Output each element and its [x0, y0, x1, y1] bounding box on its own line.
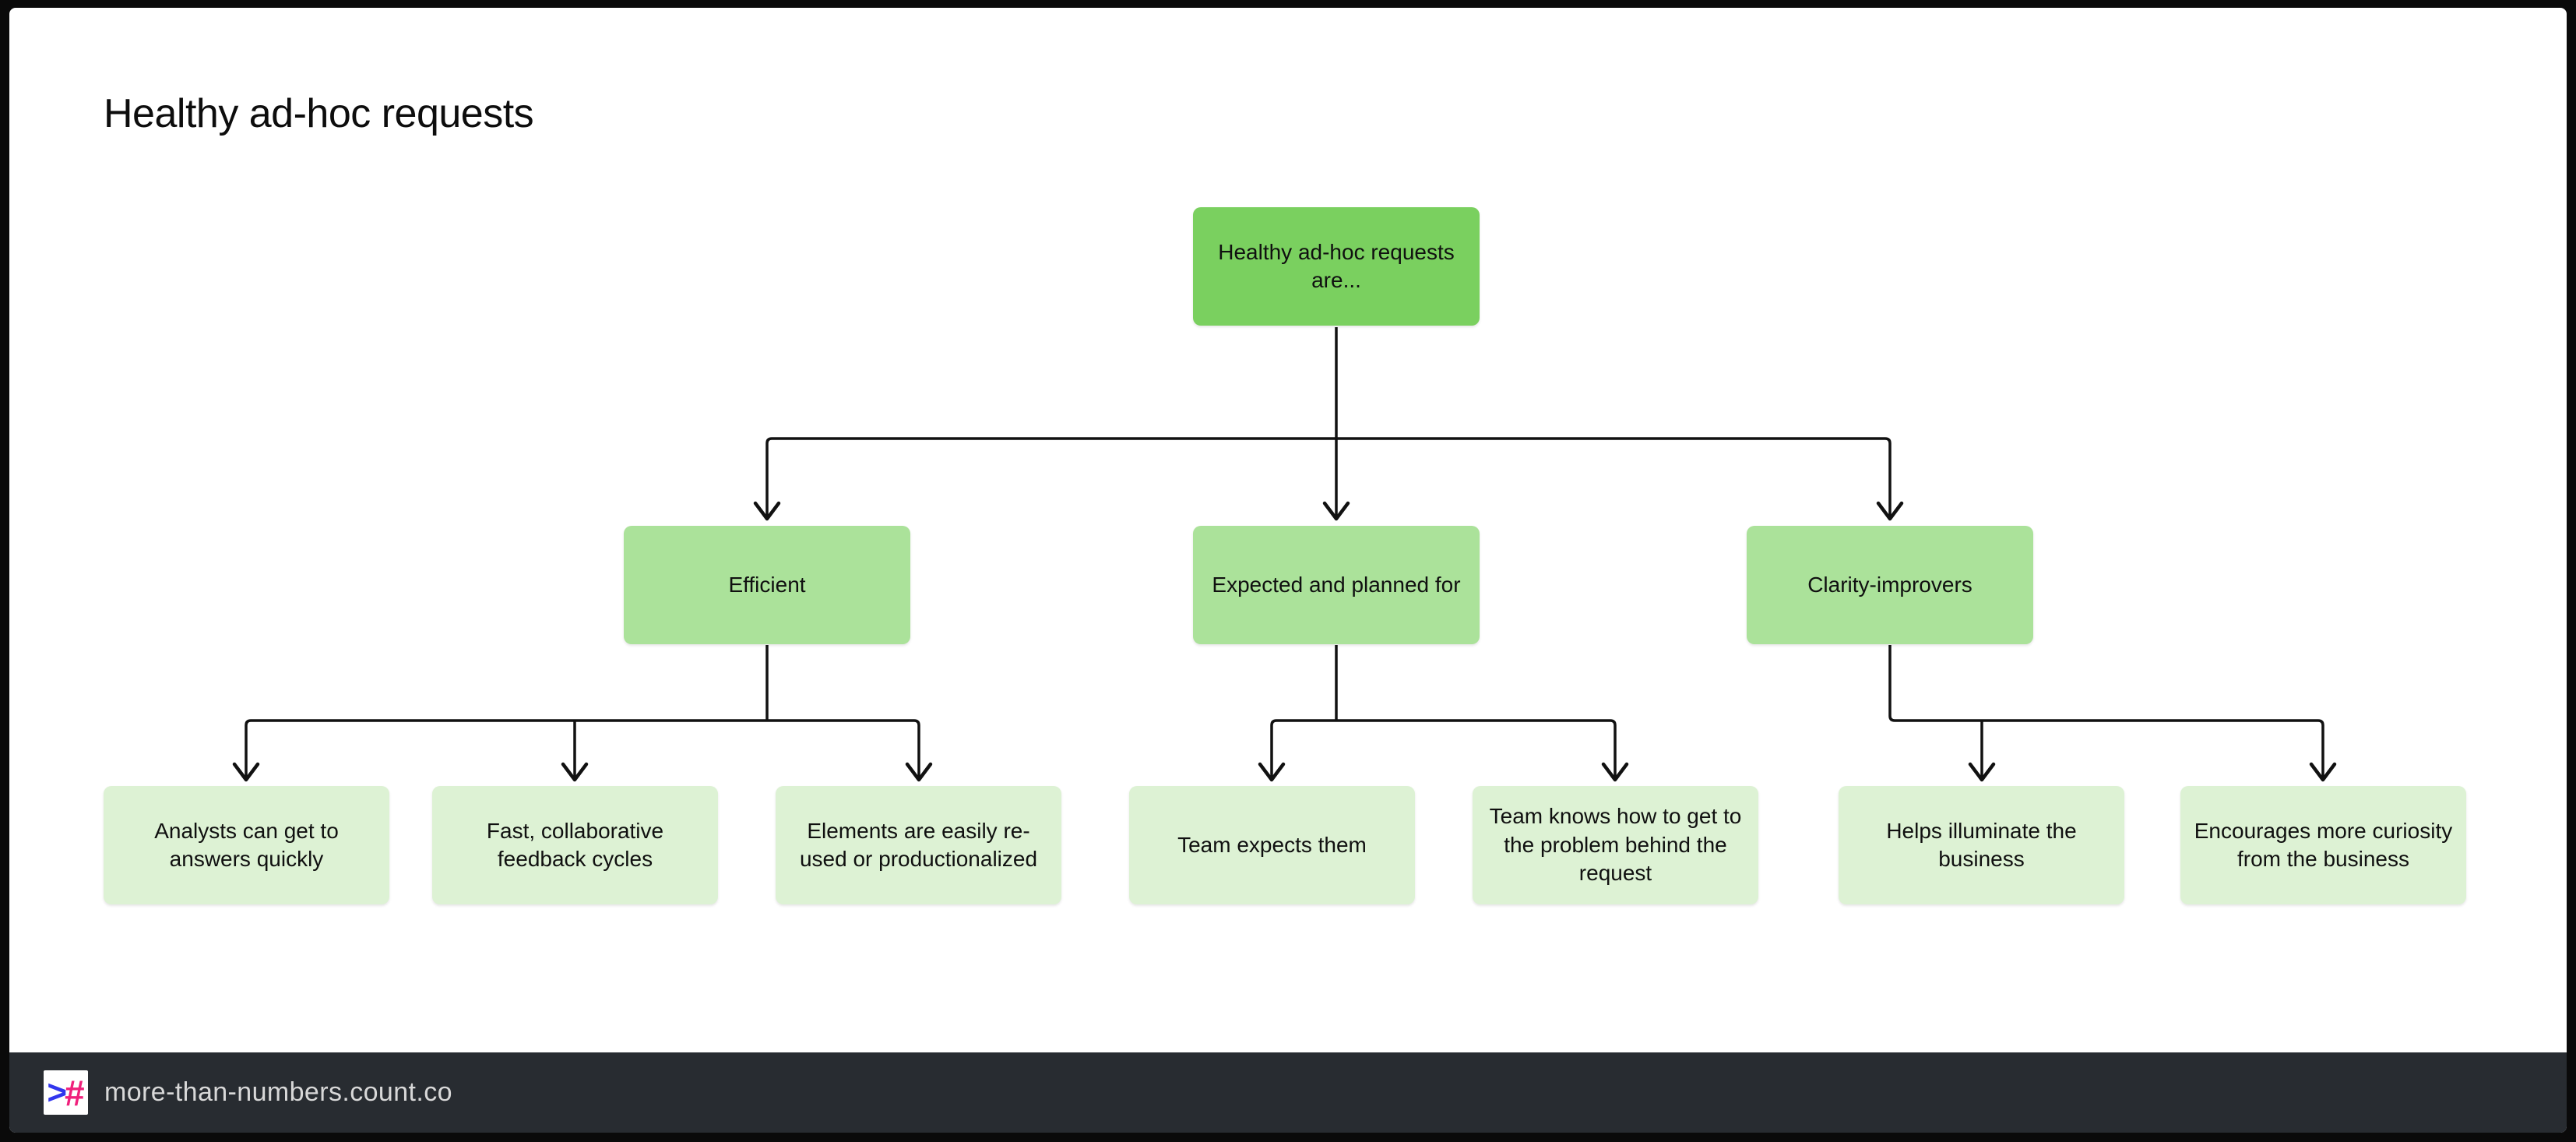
arrowhead-icon: [905, 762, 933, 782]
connector-root-to-branches: [753, 327, 1904, 521]
arrowhead-icon: [1968, 762, 1996, 782]
node-branch-efficient[interactable]: Efficient: [624, 526, 910, 644]
arrowhead-icon: [232, 762, 260, 782]
node-branch-clarity-improvers[interactable]: Clarity-improvers: [1747, 526, 2033, 644]
count-logo-gt-glyph: >: [47, 1073, 68, 1112]
count-logo-hash-glyph: #: [65, 1072, 85, 1113]
node-leaf-quick-answers[interactable]: Analysts can get to answers quickly: [104, 786, 389, 904]
node-leaf-team-expects[interactable]: Team expects them: [1129, 786, 1415, 904]
arrowhead-icon: [1322, 501, 1350, 521]
connector-clarity-to-children: [1888, 645, 2337, 782]
count-logo: > #: [44, 1070, 88, 1115]
node-branch-expected-planned[interactable]: Expected and planned for: [1193, 526, 1480, 644]
page-title: Healthy ad-hoc requests: [104, 91, 534, 136]
arrowhead-icon: [2309, 762, 2337, 782]
node-leaf-feedback-cycles[interactable]: Fast, collaborative feedback cycles: [432, 786, 718, 904]
node-root[interactable]: Healthy ad-hoc requests are...: [1193, 207, 1480, 326]
footer-url[interactable]: more-than-numbers.count.co: [104, 1077, 452, 1107]
connector-expected-to-children: [1258, 645, 1629, 782]
node-leaf-illuminate-business[interactable]: Helps illuminate the business: [1839, 786, 2124, 904]
arrowhead-icon: [561, 762, 589, 782]
node-leaf-reusable-elements[interactable]: Elements are easily re-used or productio…: [776, 786, 1061, 904]
node-leaf-problem-behind-request[interactable]: Team knows how to get to the problem beh…: [1473, 786, 1758, 904]
connector-efficient-to-children: [232, 645, 933, 782]
footer-bar: > # more-than-numbers.count.co: [9, 1052, 2567, 1133]
arrowhead-icon: [1876, 501, 1904, 521]
arrowhead-icon: [753, 501, 781, 521]
node-leaf-more-curiosity[interactable]: Encourages more curiosity from the busin…: [2180, 786, 2466, 904]
arrowhead-icon: [1601, 762, 1629, 782]
arrowhead-icon: [1258, 762, 1286, 782]
